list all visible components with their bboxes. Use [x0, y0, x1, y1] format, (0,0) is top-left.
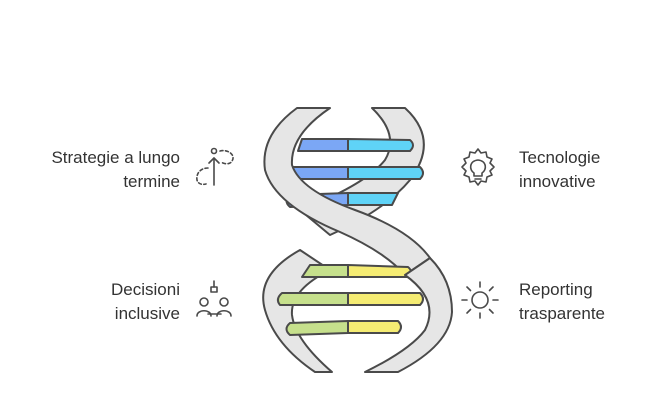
label-tecnologie-line-1: Tecnologie — [519, 148, 601, 167]
label-strategie-line-1: Strategie a lungo — [51, 148, 180, 167]
arrow-up-target-icon — [196, 147, 234, 186]
label-tecnologie-line-2: innovative — [519, 172, 596, 191]
label-reporting: Reporting trasparente — [519, 278, 605, 326]
label-tecnologie: Tecnologie innovative — [519, 146, 600, 194]
dna-strand-front-bottom — [364, 257, 453, 373]
dna-rungs-bottom — [276, 264, 424, 336]
label-decisioni-line-2: inclusive — [114, 304, 180, 323]
rung-4 — [301, 264, 412, 278]
label-decisioni-line-1: Decisioni — [111, 280, 180, 299]
rung-5 — [276, 292, 424, 306]
rung-1 — [297, 138, 414, 152]
label-strategie: Strategie a lungo termine — [51, 146, 180, 194]
label-decisioni: Decisioni inclusive — [111, 278, 180, 326]
people-collaboration-icon — [196, 280, 232, 317]
sun-icon — [461, 281, 499, 319]
label-strategie-line-2: termine — [123, 172, 180, 191]
lightbulb-gear-icon — [461, 148, 495, 186]
label-reporting-line-2: trasparente — [519, 304, 605, 323]
rung-2 — [276, 166, 424, 180]
label-reporting-line-1: Reporting — [519, 280, 593, 299]
rung-6 — [285, 320, 402, 336]
